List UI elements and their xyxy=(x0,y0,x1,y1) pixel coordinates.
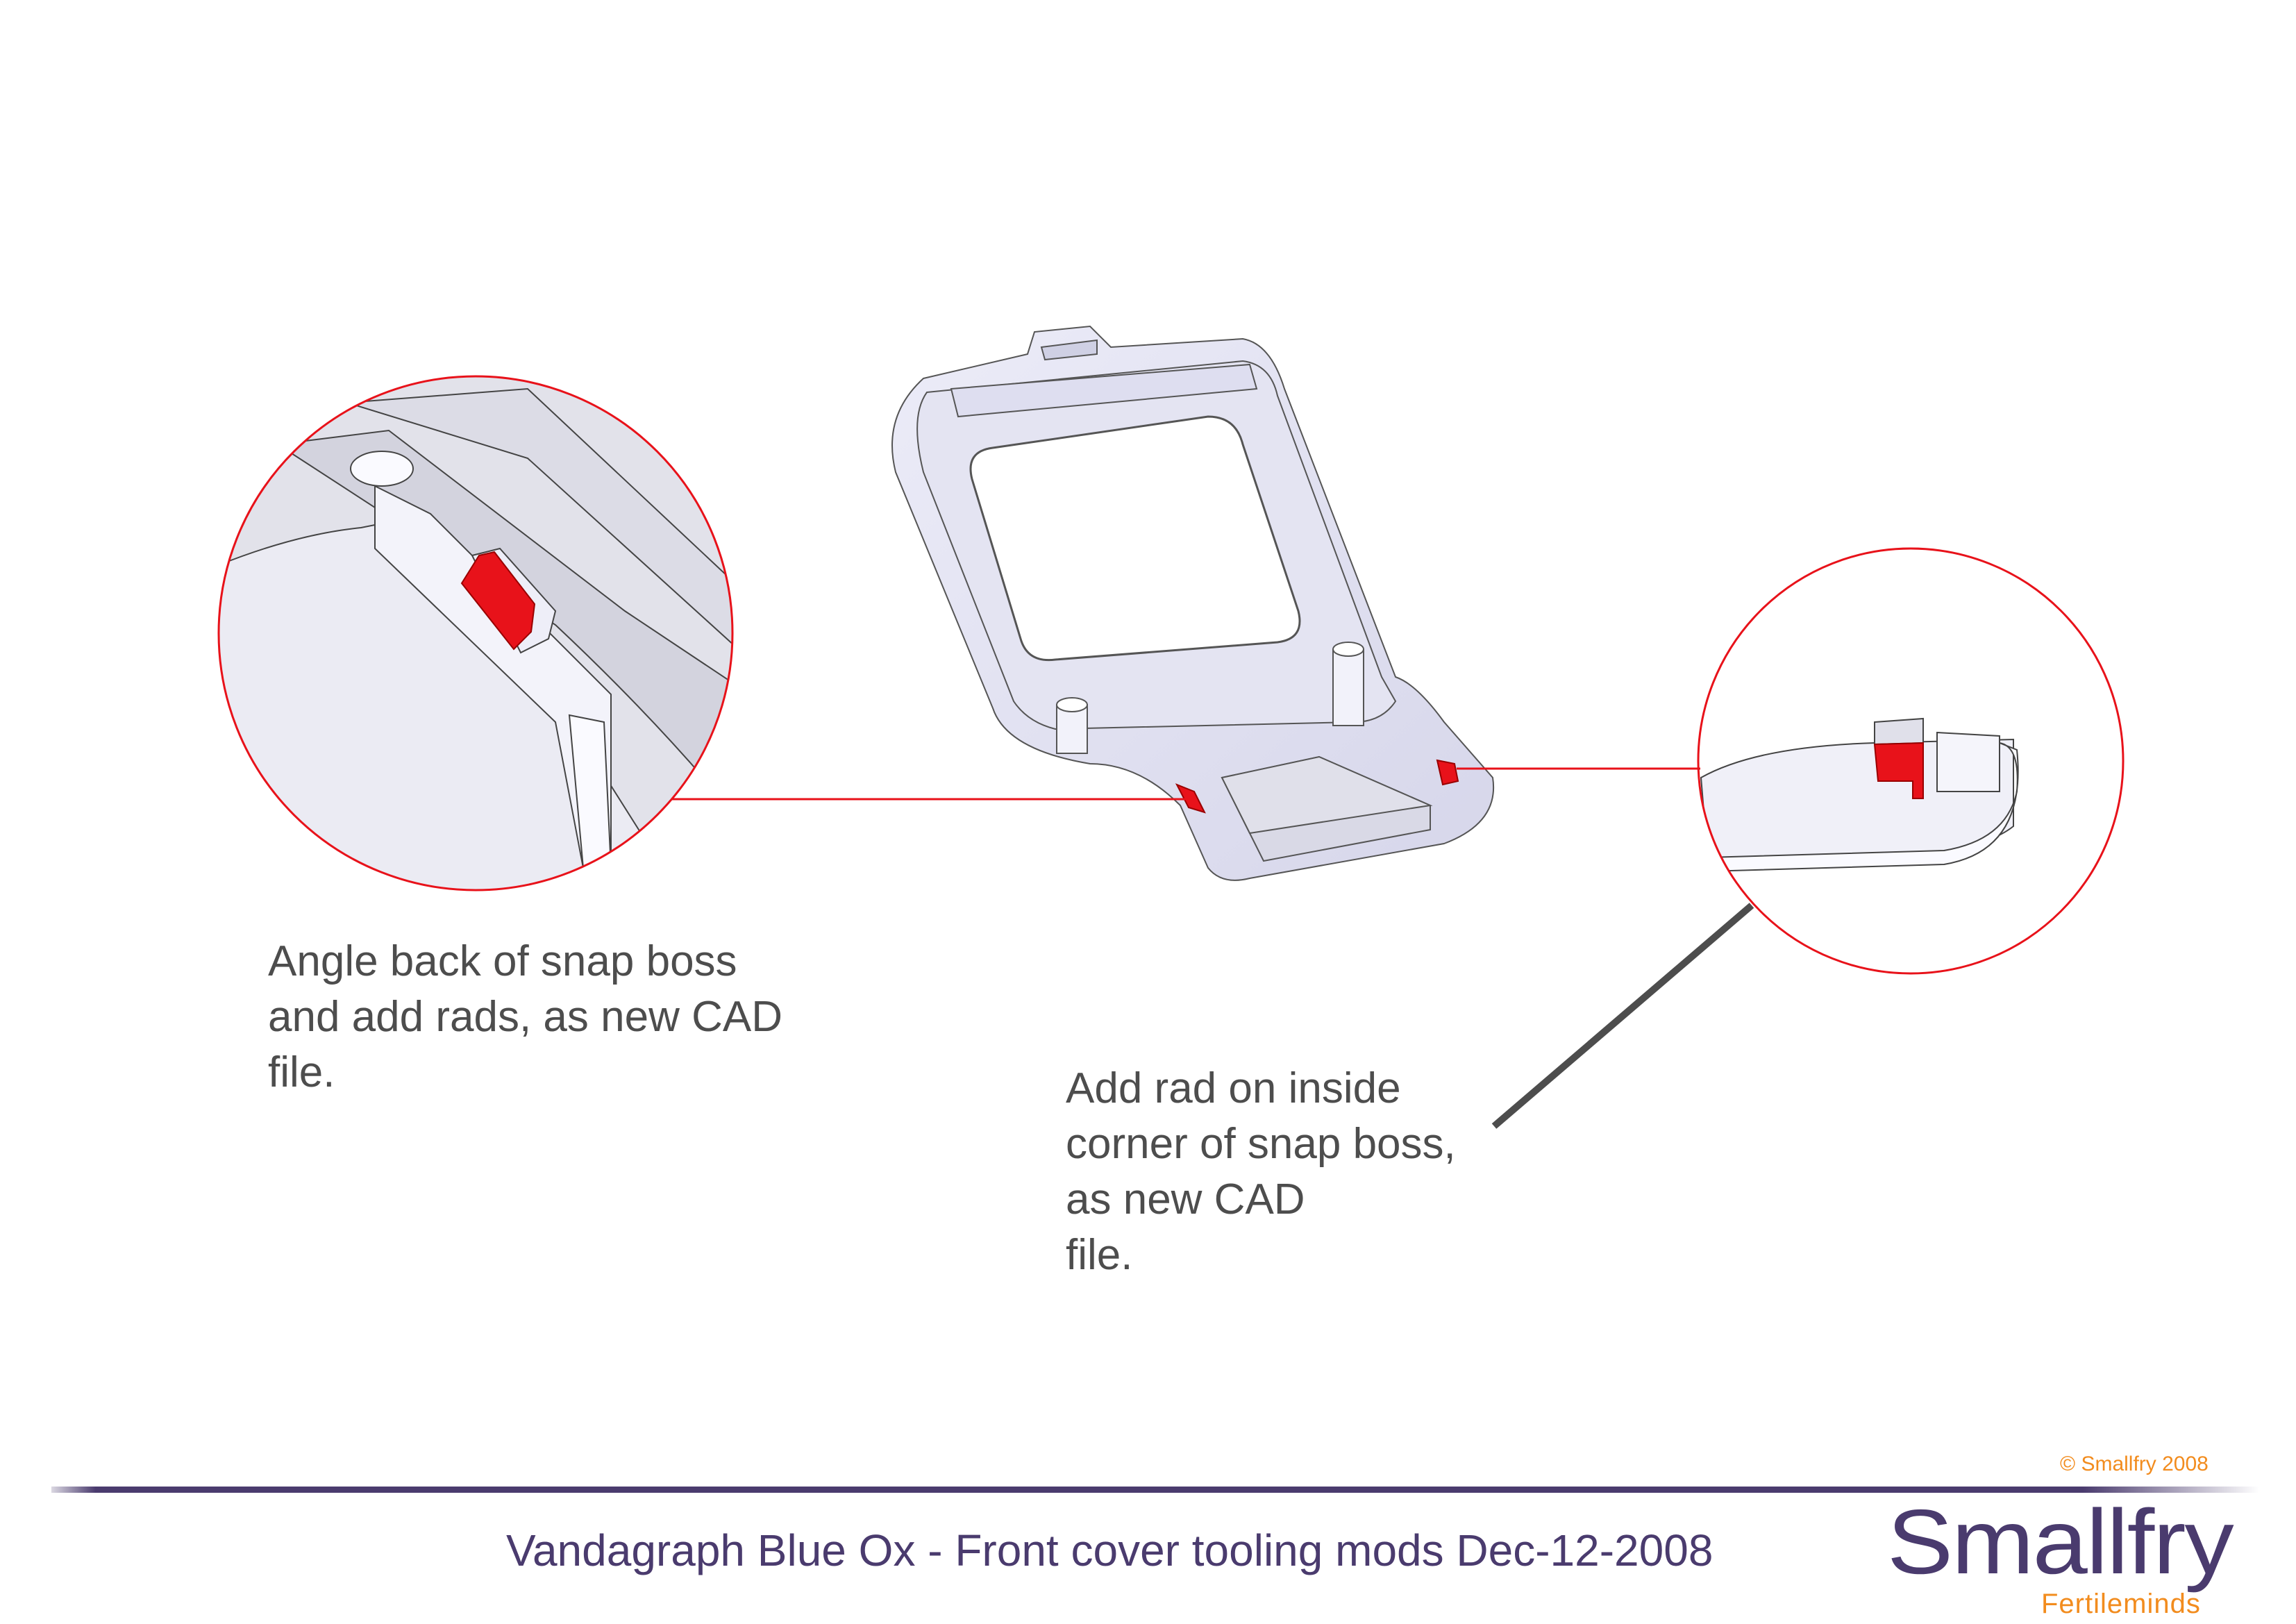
detail-view-right xyxy=(1697,547,2125,975)
logo-tagline: Fertileminds xyxy=(2041,1589,2201,1619)
detail-view-left xyxy=(217,375,734,891)
logo-wordmark: Smallfry xyxy=(1887,1491,2234,1593)
footer-divider xyxy=(51,1487,2259,1493)
footer-title: Vandagraph Blue Ox - Front cover tooling… xyxy=(506,1525,1713,1575)
annotation-left: Angle back of snap boss and add rads, as… xyxy=(268,937,782,1096)
copyright-notice: © Smallfry 2008 xyxy=(2060,1453,2209,1475)
pointer-line xyxy=(1491,903,1754,1129)
front-cover-model xyxy=(891,325,1495,881)
smallfry-logo: Smallfry Fertileminds xyxy=(1887,1491,2262,1622)
annotation-right: Add rad on inside corner of snap boss, a… xyxy=(1066,1064,1456,1279)
